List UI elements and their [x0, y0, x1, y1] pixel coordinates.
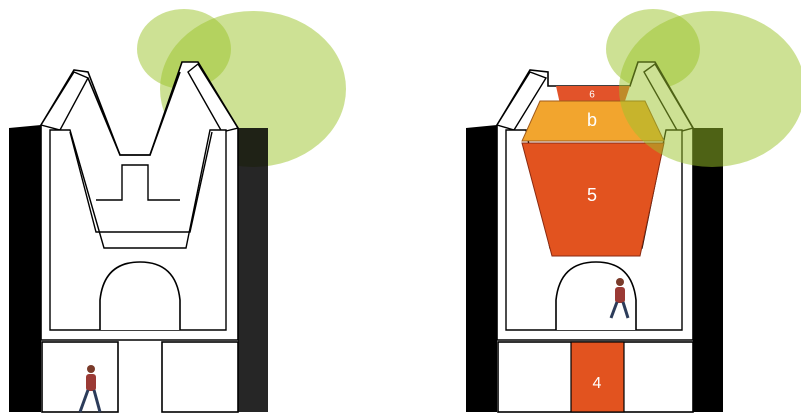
left-arch — [100, 262, 180, 330]
right-building: 6 b 5 4 — [466, 9, 801, 412]
left-ground-block-right — [162, 342, 238, 412]
right-tree-large — [619, 11, 801, 167]
left-ground-block-left — [42, 342, 118, 412]
label-main-volume: 5 — [587, 185, 597, 205]
right-wall-right — [693, 128, 723, 412]
left-wall-left — [9, 125, 41, 412]
right-wall-left — [466, 125, 497, 412]
left-wall-right — [238, 128, 268, 412]
label-upper-volume: b — [587, 110, 597, 130]
label-top-slab: 6 — [589, 90, 595, 101]
label-ground-column: 4 — [593, 375, 602, 392]
left-building — [9, 9, 346, 412]
